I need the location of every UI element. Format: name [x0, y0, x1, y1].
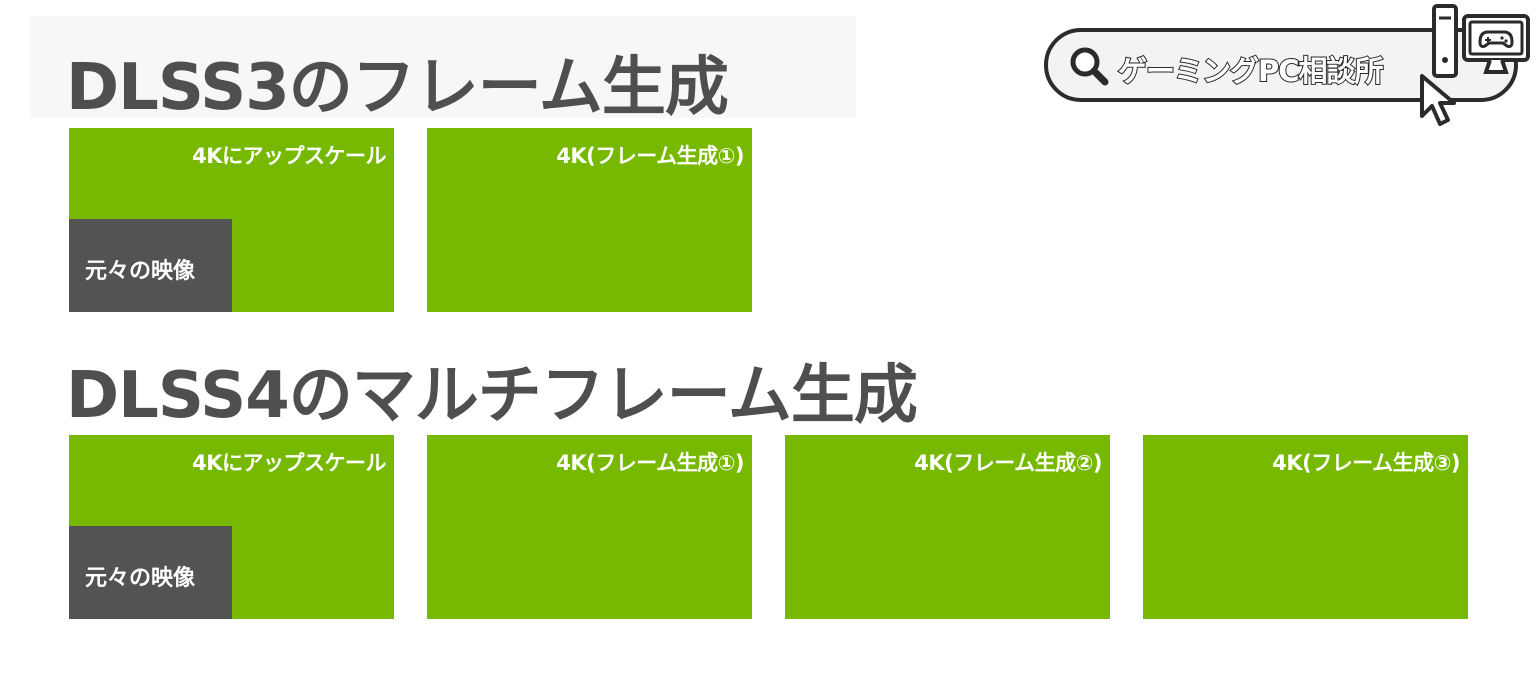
dlss4-upscale-frame: 4Kにアップスケール 元々の映像: [69, 435, 394, 619]
title-background: [30, 16, 856, 118]
frame-label: 4Kにアップスケール: [192, 451, 386, 475]
original-image-label: 元々の映像: [85, 566, 196, 591]
cursor-icon: [1420, 74, 1456, 126]
dlss3-upscale-frame: 4Kにアップスケール 元々の映像: [69, 128, 394, 312]
original-image-label: 元々の映像: [85, 259, 196, 284]
original-image-box: 元々の映像: [69, 526, 232, 619]
logo-text: ゲーミングPC相談所: [1117, 53, 1385, 89]
frame-label: 4Kにアップスケール: [192, 144, 386, 168]
dlss4-generated-frame-1: 4K(フレーム生成①): [427, 435, 752, 619]
search-icon: [1070, 47, 1109, 86]
dlss4-generated-frame-3: 4K(フレーム生成③): [1143, 435, 1468, 619]
dlss4-title: DLSS4のマルチフレーム生成: [66, 359, 918, 433]
frame-label: 4K(フレーム生成③): [1272, 451, 1460, 475]
dlss3-generated-frame-1: 4K(フレーム生成①): [427, 128, 752, 312]
frame-label: 4K(フレーム生成②): [914, 451, 1102, 475]
dlss4-generated-frame-2: 4K(フレーム生成②): [785, 435, 1110, 619]
dlss3-title: DLSS3のフレーム生成: [66, 51, 729, 125]
original-image-box: 元々の映像: [69, 219, 232, 312]
frame-label: 4K(フレーム生成①): [556, 144, 744, 168]
gaming-pc-icon: [1432, 4, 1530, 78]
frame-label: 4K(フレーム生成①): [556, 451, 744, 475]
